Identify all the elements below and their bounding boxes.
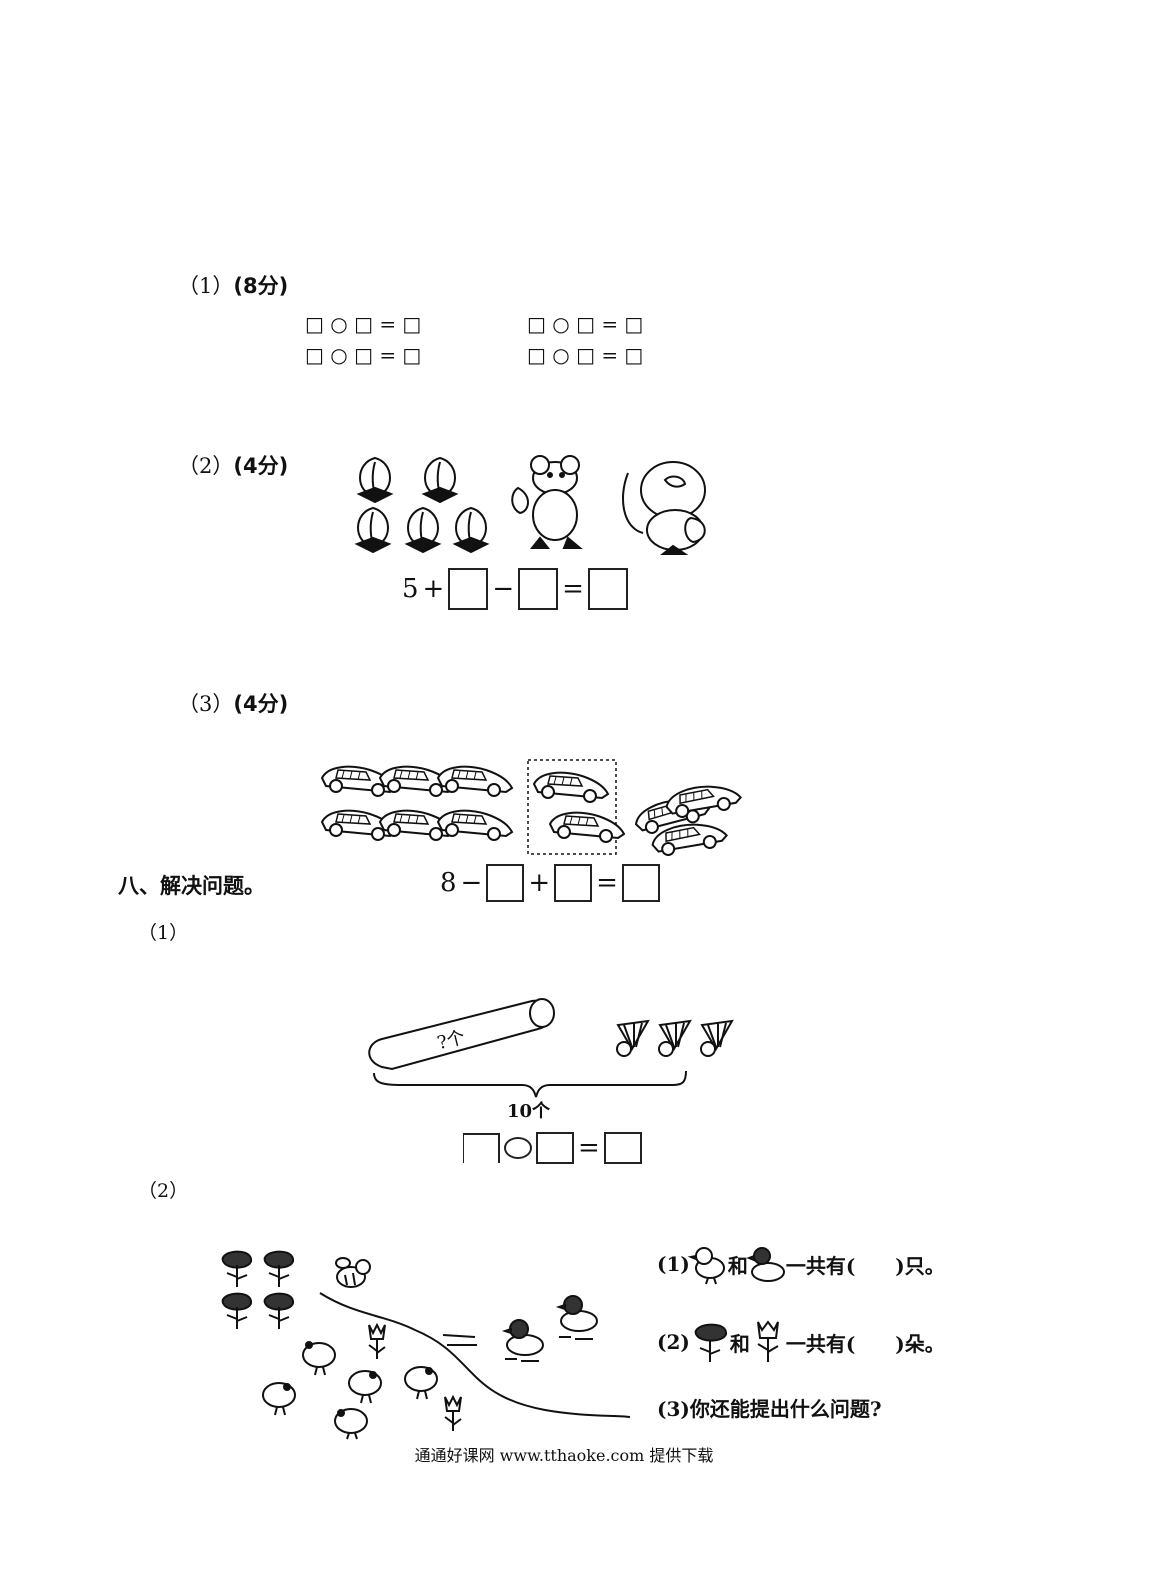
tulip-icon <box>368 1322 386 1359</box>
q3-label: （3）(4分) <box>178 688 288 718</box>
dashed-box <box>527 759 617 855</box>
peach-icon <box>354 506 392 554</box>
q3-score: (4分) <box>233 692 289 716</box>
q3-answer-box-2[interactable] <box>554 864 593 902</box>
p1-eq-op: = <box>578 1133 600 1163</box>
tulip-icon <box>444 1394 462 1431</box>
q2-eq-op1: + <box>422 574 445 604</box>
q2-label: （2）(4分) <box>178 450 288 480</box>
q3-equation: 8 − + = <box>440 864 660 902</box>
tulip-icon <box>756 1320 779 1362</box>
q3-eq-number: 8 <box>440 868 457 898</box>
q1-number: （1） <box>178 274 234 298</box>
p1-number: （1） <box>138 922 189 944</box>
p1-answer-box-1[interactable] <box>463 1133 500 1163</box>
q2-answer-box-2[interactable] <box>518 568 559 610</box>
shoreline <box>319 1292 631 1418</box>
flower-icon <box>694 1323 727 1362</box>
q2-equation: 5 + − = <box>402 568 628 610</box>
p1-answer-box-3[interactable] <box>603 1132 642 1164</box>
section-8-title: 八、解决问题。 <box>118 874 265 898</box>
peach-icon <box>356 456 394 504</box>
chick-icon <box>334 1408 368 1440</box>
q1-equation-4: □ ○ □ = □ <box>527 343 644 367</box>
q1-equation-1: □ ○ □ = □ <box>305 312 422 336</box>
q2-score: (4分) <box>233 454 289 478</box>
duck-icon <box>555 1295 598 1340</box>
q3-eq-op3: = <box>596 868 618 898</box>
p1-equation: = <box>463 1132 642 1164</box>
shuttlecock-tube-illustration <box>368 998 734 1098</box>
car-icon <box>533 771 609 803</box>
peach-icon <box>452 506 490 554</box>
flower-icon <box>221 1292 252 1329</box>
flower-icon <box>263 1250 294 1287</box>
q2-eq-op2: − <box>492 574 515 604</box>
p2-q2-prefix: (2) <box>657 1330 690 1354</box>
car-icon <box>437 809 513 841</box>
q1-label: （1）(8分) <box>178 270 288 300</box>
p2-q2-mid: 和 <box>729 1331 750 1356</box>
cars-illustration <box>321 759 744 864</box>
q2-number: （2） <box>178 454 234 478</box>
car-icon <box>549 811 625 843</box>
chick-icon <box>302 1341 336 1376</box>
peach-icon <box>421 456 459 504</box>
q3-eq-op2: + <box>528 868 551 898</box>
chick-icon <box>404 1366 438 1400</box>
total-label: 10个 <box>507 1101 551 1122</box>
p2-q1-prefix: (1) <box>657 1252 690 1276</box>
p1-answer-box-2[interactable] <box>536 1132 574 1164</box>
p2-q1-mid: 和 <box>727 1253 748 1278</box>
p2-question-1: (1) 和 一共有( )只。 <box>657 1244 945 1285</box>
p2-question-2: (2) 和 一共有( )朵。 <box>657 1320 945 1364</box>
q1-equation-2: □ ○ □ = □ <box>527 312 644 336</box>
chick-icon <box>262 1382 296 1416</box>
pond-scene-illustration <box>221 1250 631 1440</box>
shuttlecock-icon <box>700 1019 734 1057</box>
q1-equation-3: □ ○ □ = □ <box>305 343 422 367</box>
car-icon <box>437 765 513 797</box>
bee-icon <box>335 1257 371 1288</box>
p2-q1-suffix: 一共有( )只。 <box>785 1253 945 1278</box>
monkey-icon <box>622 461 706 555</box>
p2-q2-suffix: 一共有( )朵。 <box>785 1331 945 1356</box>
q2-answer-box-1[interactable] <box>448 568 489 610</box>
q3-eq-op1: − <box>460 868 483 898</box>
peach-icon <box>404 506 442 554</box>
shuttlecock-icon <box>658 1019 692 1057</box>
p2-question-3: (3)你还能提出什么问题? <box>657 1397 882 1421</box>
q2-eq-number: 5 <box>402 574 419 604</box>
flower-icon <box>221 1250 252 1287</box>
q2-answer-box-3[interactable] <box>587 568 628 610</box>
brace-icon <box>373 1070 687 1098</box>
duck-icon <box>746 1247 785 1282</box>
shuttlecock-icon <box>616 1019 650 1057</box>
monkey-icon <box>511 455 583 549</box>
p2-number: （2） <box>138 1180 189 1202</box>
q3-number: （3） <box>178 692 234 716</box>
footer-text: 通通好课网 www.tthaoke.com 提供下载 <box>414 1446 714 1465</box>
chick-icon <box>687 1247 725 1285</box>
duck-icon <box>501 1319 544 1362</box>
q2-eq-op3: = <box>562 574 584 604</box>
q3-answer-box-3[interactable] <box>621 864 660 902</box>
chick-icon <box>348 1370 382 1404</box>
q3-answer-box-1[interactable] <box>486 864 525 902</box>
peaches-monkeys-illustration <box>354 455 706 555</box>
q1-score: (8分) <box>233 274 289 298</box>
flower-icon <box>263 1292 294 1329</box>
p1-operator-circle[interactable] <box>504 1137 532 1159</box>
